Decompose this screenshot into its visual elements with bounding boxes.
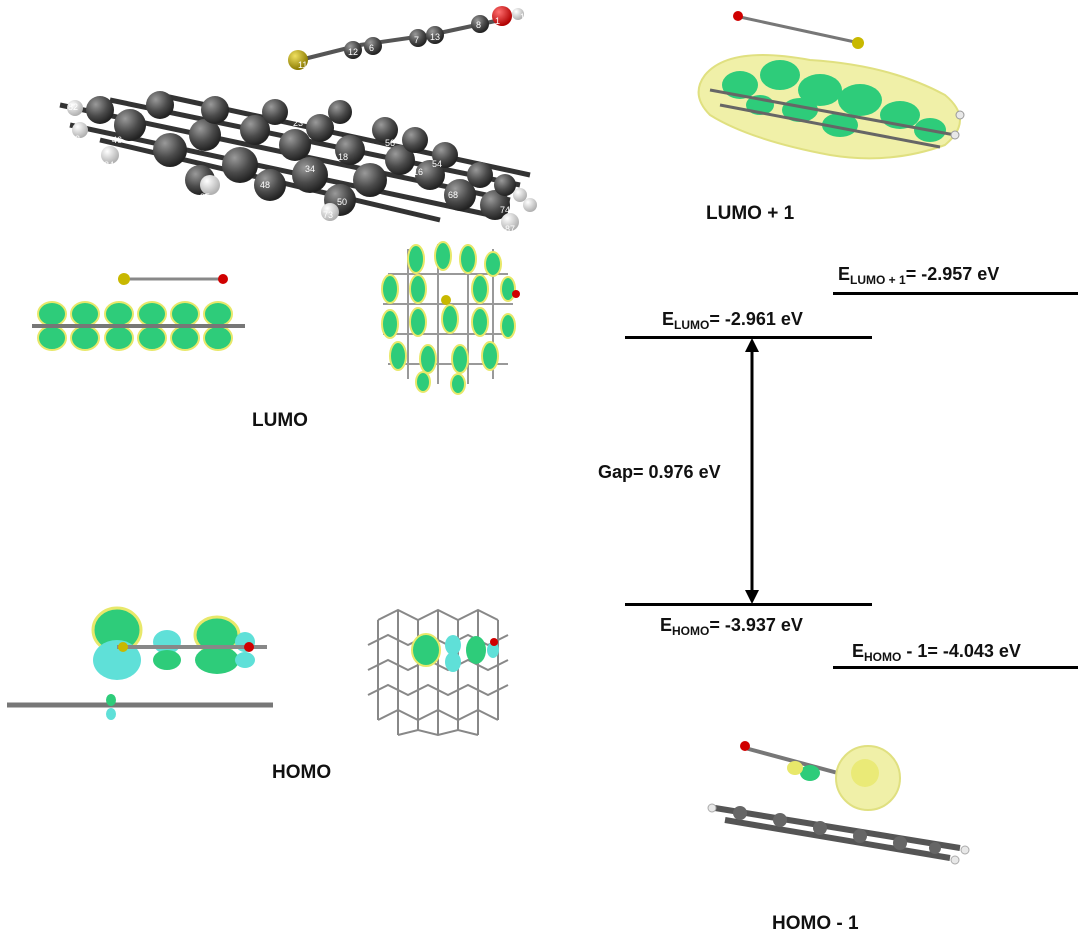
svg-text:56: 56: [385, 138, 395, 148]
lumo-plus-1-image: [697, 11, 965, 160]
lumo-plus-1-energy-label: ELUMO + 1= -2.957 eV: [838, 264, 1000, 287]
homo-label: HOMO: [272, 762, 332, 783]
homo-orbital-lobes: [91, 606, 255, 680]
lumo-top-view-image: [381, 241, 520, 395]
svg-text:13: 13: [430, 32, 440, 42]
svg-text:11: 11: [298, 60, 307, 70]
svg-text:54: 54: [432, 159, 442, 169]
svg-text:82: 82: [68, 102, 78, 112]
svg-text:7: 7: [414, 35, 419, 45]
homo-side-view-image: [7, 606, 273, 720]
homo-level-line: [625, 603, 872, 606]
svg-text:85: 85: [200, 192, 210, 202]
svg-text:74: 74: [500, 205, 510, 215]
svg-text:12: 12: [348, 47, 358, 57]
numbered-structure-image: 1 15 8 13 7 6 12 11 23 18 20 16 34 32 50…: [48, 6, 537, 234]
svg-text:34: 34: [305, 164, 315, 174]
svg-text:50: 50: [337, 197, 347, 207]
svg-text:18: 18: [338, 152, 348, 162]
svg-text:72: 72: [70, 134, 80, 144]
svg-text:23: 23: [293, 118, 303, 128]
svg-text:68: 68: [448, 190, 458, 200]
svg-text:65: 65: [150, 164, 160, 174]
homo-minus-1-energy-label: EHOMO - 1= -4.043 eV: [852, 641, 1021, 664]
lumo-orbital-lobes: [37, 301, 233, 351]
svg-text:87: 87: [505, 224, 515, 234]
homo-minus-1-image: [707, 741, 970, 865]
svg-text:8: 8: [476, 20, 481, 30]
lumo-plus-1-level-line: [833, 292, 1078, 295]
adsorbate-molecule: [299, 18, 501, 62]
svg-text:46: 46: [112, 135, 122, 145]
svg-text:1: 1: [495, 16, 500, 26]
lumo-energy-label: ELUMO= -2.961 eV: [662, 309, 803, 332]
svg-text:84: 84: [104, 160, 114, 170]
svg-text:32: 32: [393, 179, 403, 189]
graphene-hex-lattice: [367, 608, 509, 737]
homo-top-orbital-lobes: [411, 633, 499, 672]
homo-minus-1-level-line: [833, 666, 1078, 669]
adsorbate-molecule-side: [118, 273, 228, 285]
gap-arrow: [745, 338, 759, 604]
lumo-top-orbital-lobes: [381, 241, 516, 395]
svg-text:6: 6: [369, 43, 374, 53]
svg-text:3: 3: [48, 112, 53, 122]
svg-text:20: 20: [365, 142, 375, 152]
lumo-label: LUMO: [252, 410, 308, 431]
homo-minus-1-label: HOMO - 1: [772, 913, 859, 934]
svg-text:73: 73: [323, 210, 333, 220]
lumo-level-line: [625, 336, 872, 339]
svg-text:48: 48: [260, 180, 270, 190]
homo-top-view-image: [367, 608, 509, 737]
lumo-plus-1-label: LUMO + 1: [706, 203, 795, 224]
homo-energy-label: EHOMO= -3.937 eV: [660, 615, 803, 638]
svg-text:15: 15: [520, 12, 530, 22]
gap-label: Gap= 0.976 eV: [598, 462, 721, 482]
lumo-side-view-image: [32, 273, 245, 351]
svg-text:16: 16: [413, 167, 423, 177]
